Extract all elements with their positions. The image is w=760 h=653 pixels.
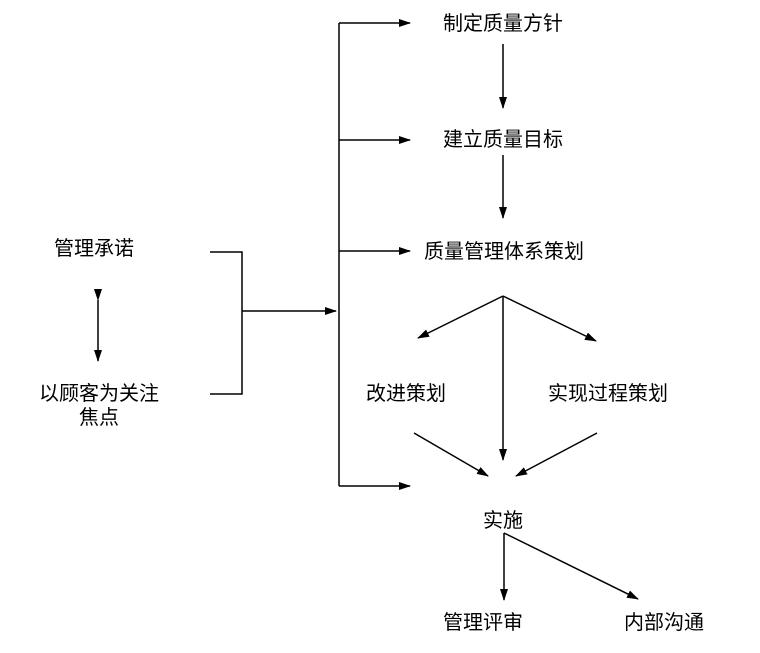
process-to-implementation-arrow [515, 432, 598, 477]
qms-planning-label: 质量管理体系策划 [424, 239, 584, 263]
management-review-label: 管理评审 [443, 610, 523, 634]
left-bracket [210, 251, 243, 395]
management-commitment-label: 管理承诺 [54, 236, 134, 260]
implementation-label: 实施 [483, 508, 523, 532]
customer-focus-label-line2: 焦点 [79, 405, 119, 429]
process-planning-label: 实现过程策划 [548, 381, 668, 405]
implementation-to-communication-arrow [503, 532, 639, 600]
qms-to-improvement-arrow [417, 295, 504, 339]
quality-policy-label: 制定质量方针 [443, 11, 563, 35]
customer-focus-label: 以顾客为关注 焦点 [35, 381, 163, 429]
internal-communication-label: 内部沟通 [624, 610, 704, 634]
qms-to-process-arrow [502, 295, 597, 342]
improvement-to-implementation-arrow [413, 432, 489, 477]
customer-focus-label-line1: 以顾客为关注 [39, 381, 159, 405]
improvement-planning-label: 改进策划 [366, 381, 446, 405]
quality-objectives-label: 建立质量目标 [443, 127, 563, 151]
